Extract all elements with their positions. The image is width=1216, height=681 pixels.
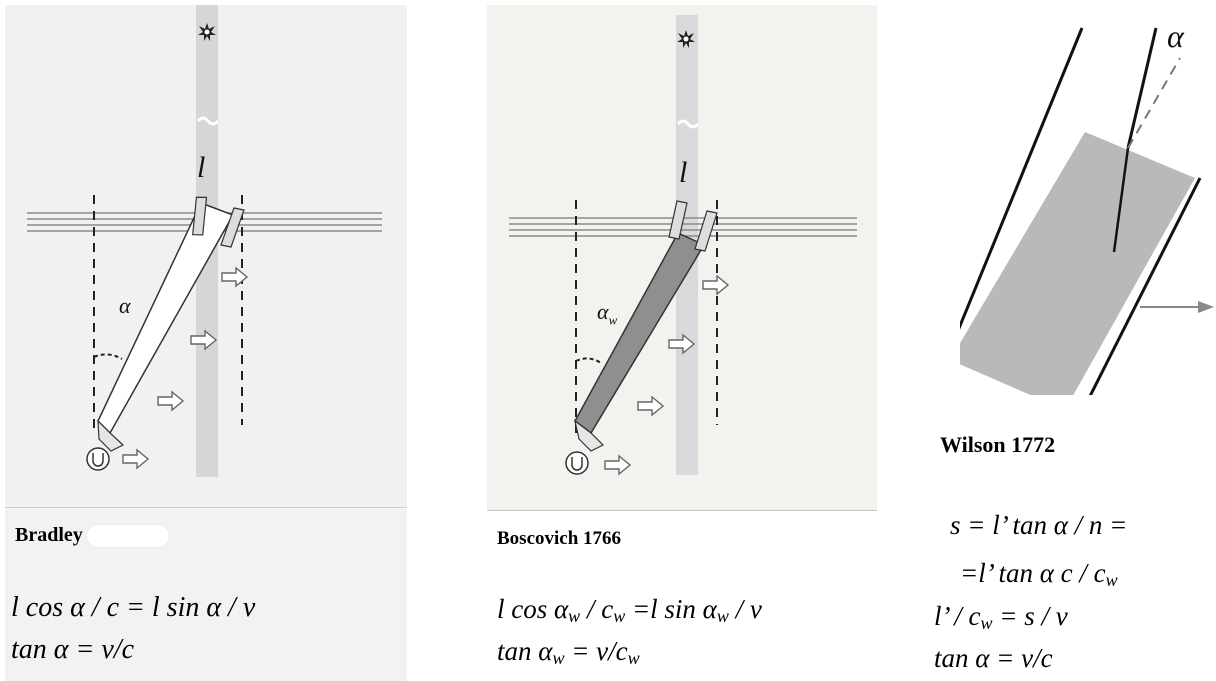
eyepiece-icon [565,451,589,475]
water-body [960,132,1195,395]
wilson-formula-2: =l’ tan α c / cw [960,558,1118,590]
bradley-caption: Bradley l cos α / c = l sin α / v tan α … [5,507,407,681]
motion-arrow-icon [122,266,249,470]
boscovich-title: Boscovich 1766 [497,528,622,549]
angle-arc [93,353,123,360]
motion-arrow-icon [604,274,730,476]
bradley-formula-1: l cos α / c = l sin α / v [11,592,256,623]
length-label: l [679,156,688,189]
incident-ray [1126,27,1158,149]
bradley-panel: l α Bradley l cos α / c = l sin α / v ta… [5,5,407,681]
boscovich-formula-1: l cos αw / cw =l sin αw / v [497,594,762,626]
water-filled-tube [574,200,718,452]
eyepiece-icon [86,447,110,471]
tube-wall-left [960,27,1084,330]
star-icon [677,30,695,48]
alpha-w-label: αw [597,299,618,328]
caption-divider [487,510,877,513]
wilson-formula-1: s = l’ tan α / n = [950,510,1128,540]
boscovich-formula-2: tan αw = v/cw [497,636,640,668]
wilson-formula-3: l’ / cw = s / v [934,601,1068,633]
boscovich-panel: l αw [487,5,877,513]
angle-arc [575,357,602,364]
star-icon [198,23,216,41]
boscovich-diagram [509,15,857,476]
tube-wall-right [1088,177,1202,395]
dashed-guides [93,195,243,435]
redacted-year [86,525,169,548]
motion-arrow-icon [1140,301,1214,313]
wilson-diagram [960,27,1214,395]
alpha-label: α [1167,18,1184,54]
length-label: l [197,151,206,184]
beam-break [196,116,220,126]
extended-ray [1127,57,1181,149]
telescope-tube [97,196,245,452]
alpha-label: α [119,293,131,318]
bradley-diagram [27,5,382,477]
wilson-title: Wilson 1772 [940,432,1056,457]
wilson-formula-4: tan α = v/c [934,643,1053,673]
refracted-ray [1112,147,1130,253]
bradley-title: Bradley [15,524,169,548]
bradley-formula-2: tan α = v/c [11,634,135,665]
dashed-guides [575,200,718,435]
beam-break [676,119,700,129]
